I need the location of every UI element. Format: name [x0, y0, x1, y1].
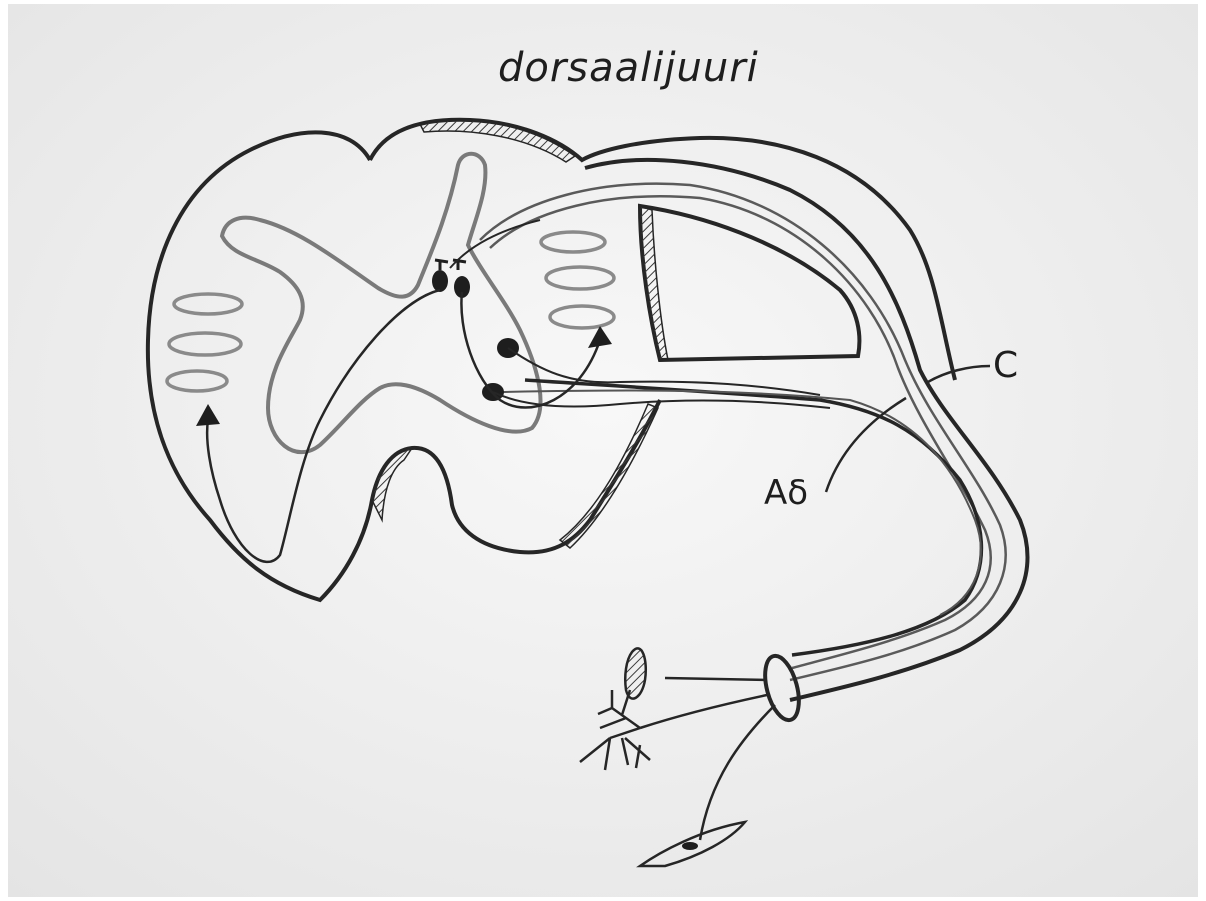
diagram-title: dorsaalijuuri	[498, 48, 759, 88]
encapsulated-receptor	[625, 648, 646, 698]
neuron-soma-1	[432, 270, 448, 292]
skin-cell-nucleus	[682, 842, 698, 850]
label-c-fiber: C	[993, 348, 1018, 384]
label-a-delta-fiber: Aδ	[764, 476, 808, 510]
paper-background	[8, 4, 1198, 897]
